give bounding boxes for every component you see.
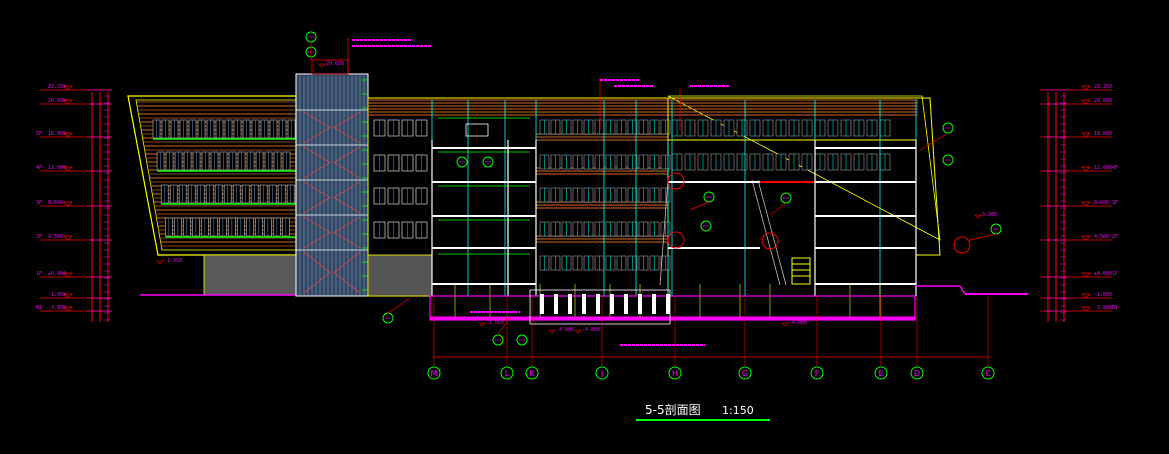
grid-axis-label: E (878, 369, 883, 378)
spot-elevation-label: -4.800 (582, 327, 600, 333)
basement (429, 285, 1028, 325)
drawing-title-block: 5-5剖面图 1:150 (636, 403, 770, 421)
grid-axis-bubble (810, 366, 824, 380)
level-floor-label: 5F (36, 131, 42, 137)
level-elevation-label: 4.500 (48, 234, 63, 240)
grid-axis-bubble (427, 366, 441, 380)
level-floor-label: 2F (36, 234, 42, 240)
callout-bubble (456, 156, 468, 168)
grid-axis-label: C (985, 369, 991, 378)
level-elevation-label: 16.000 (1094, 131, 1112, 137)
stair-tower (295, 59, 369, 297)
level-floor-label: B1 (36, 305, 42, 311)
grid-axis-label: G (742, 369, 748, 378)
level-elevation-label: 20.600 (1094, 98, 1112, 104)
level-elevation-label: -3.800 (48, 305, 66, 311)
drawing-title: 5-5剖面图 (645, 403, 701, 417)
grid-axis-label: L (505, 369, 510, 378)
middle-block (367, 97, 671, 297)
drawing-scale: 1:150 (722, 404, 754, 417)
level-elevation-label: 12.600 (48, 165, 66, 171)
level-floor-label: 4F (1112, 165, 1118, 171)
spot-elevation-label: -1.050 (486, 320, 504, 326)
level-floor-label: 3F (36, 200, 42, 206)
spot-elevation-label: -4.800 (789, 320, 807, 326)
grid-axis-bubble (500, 366, 514, 380)
floor-slabs (431, 140, 917, 318)
level-floor-label: 4F (36, 165, 42, 171)
level-floor-label: 2F (1112, 234, 1118, 240)
callout-bubble (700, 220, 712, 232)
grid-axis-label: M (431, 369, 438, 378)
level-elevation-label: 8.600 (48, 200, 63, 206)
level-floor-label: 1F (36, 271, 42, 277)
level-elevation-label: 12.600 (1094, 165, 1112, 171)
spot-elevation-label: 3.300 (982, 212, 997, 218)
callout-bubble (516, 334, 528, 346)
grid-axis-bubble (738, 366, 752, 380)
left-wing-facade (127, 95, 297, 296)
level-elevation-label: -3.800 (1094, 305, 1112, 311)
level-floor-label: 1F (1112, 271, 1118, 277)
spot-elevation-label: -4.800 (556, 327, 574, 333)
grid-axis-bubble (910, 366, 924, 380)
level-floor-label: B1 (1112, 305, 1118, 311)
level-elevation-label: 16.000 (48, 131, 66, 137)
level-elevation-label: ±0.000 (48, 271, 66, 277)
grid-axis-bubble (874, 366, 888, 380)
grid-axis-bubble (668, 366, 682, 380)
level-elevation-label: 22.250 (48, 84, 66, 90)
grid-axis-bubble (595, 366, 609, 380)
grid-axis-label: D (914, 369, 920, 378)
level-elevation-label: 8.600 (1094, 200, 1109, 206)
callout-bubble (482, 156, 494, 168)
grid-axis-bubble (981, 366, 995, 380)
level-elevation-label: 22.250 (1094, 84, 1112, 90)
level-floor-label: 3F (1112, 200, 1118, 206)
grid-axis-label: K (529, 369, 535, 378)
grid-axis-label: H (672, 369, 678, 378)
spot-elevation-label: -1.050 (164, 258, 182, 264)
grid-axis-label: J (600, 369, 603, 378)
grid-axis-bubble (525, 366, 539, 380)
left-level-scale: 22.250 20.600 16.000 5F 12.600 4F 8.600 3F 4.500… (36, 84, 112, 322)
callouts: 20.600 -1.050 -4.800 -4.800 -1.050 -4.800 3.30… (156, 31, 1002, 346)
level-elevation-label: ±0.000 (1094, 271, 1112, 277)
level-elevation-label: -1.050 (48, 292, 66, 298)
grid-axis-label: F (815, 369, 820, 378)
level-elevation-label: -1.050 (1094, 292, 1112, 298)
callout-bubble (942, 154, 954, 166)
level-elevation-label: 4.500 (1094, 234, 1109, 240)
spot-elevation-label: 20.600 (326, 61, 344, 67)
right-block (659, 95, 941, 296)
level-elevation-label: 20.600 (48, 98, 66, 104)
